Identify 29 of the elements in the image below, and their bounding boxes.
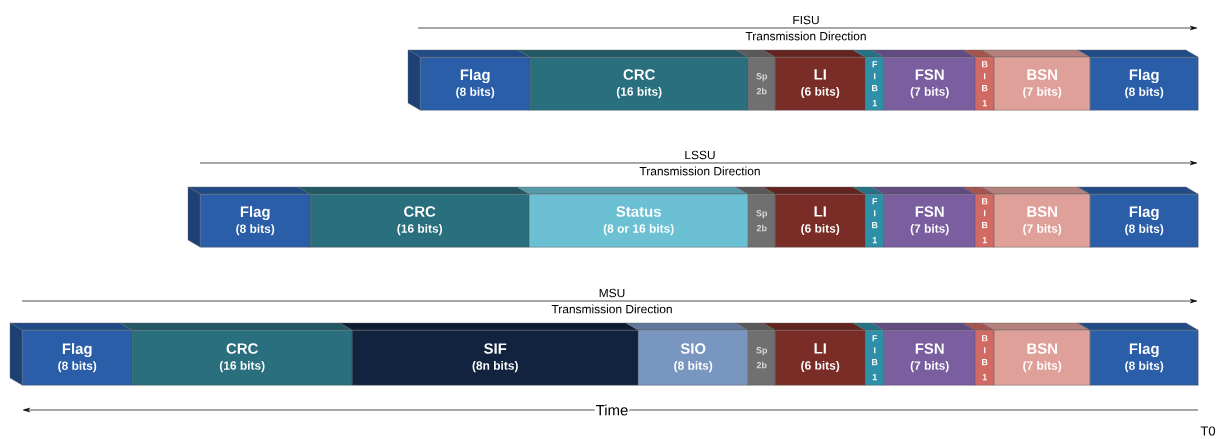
field-box: CRC (16 bits) — [297, 186, 530, 248]
field-box: Sp 2b — [735, 49, 776, 111]
field-box: Flag (8 bits) — [9, 322, 133, 386]
field-box: Status (8 or 16 bits) — [516, 186, 749, 248]
axis-label: T0 — [1200, 426, 1216, 436]
field-box: SIO (8 bits) — [625, 322, 749, 386]
field-box: F I B 1 — [852, 49, 885, 111]
field-box: Sp 2b — [735, 322, 776, 386]
field-box: B I B 1 — [962, 49, 995, 111]
row-label: Transmission Direction — [550, 303, 674, 315]
field-box: Sp 2b — [735, 186, 776, 248]
field-box: F I B 1 — [852, 322, 885, 386]
field-box: Flag (8 bits) — [1077, 186, 1199, 248]
axis-label: Time — [594, 403, 630, 417]
field-box: CRC (16 bits) — [517, 49, 749, 111]
field-box: Flag (8 bits) — [187, 186, 311, 248]
field-box: B I B 1 — [962, 186, 995, 248]
row-label: MSU — [597, 287, 627, 299]
field-box: Flag (8 bits) — [407, 49, 531, 111]
row-label: LSSU — [683, 149, 717, 161]
field-box: SIF (8n bits) — [339, 322, 639, 386]
row-label: Transmission Direction — [638, 165, 762, 177]
row-label: FISU — [791, 14, 821, 26]
field-box: Flag (8 bits) — [1077, 322, 1199, 386]
field-box: F I B 1 — [852, 186, 885, 248]
field-box: CRC (16 bits) — [119, 322, 353, 386]
row-label: Transmission Direction — [744, 30, 868, 42]
field-box: B I B 1 — [962, 322, 995, 386]
field-box: Flag (8 bits) — [1077, 49, 1199, 111]
